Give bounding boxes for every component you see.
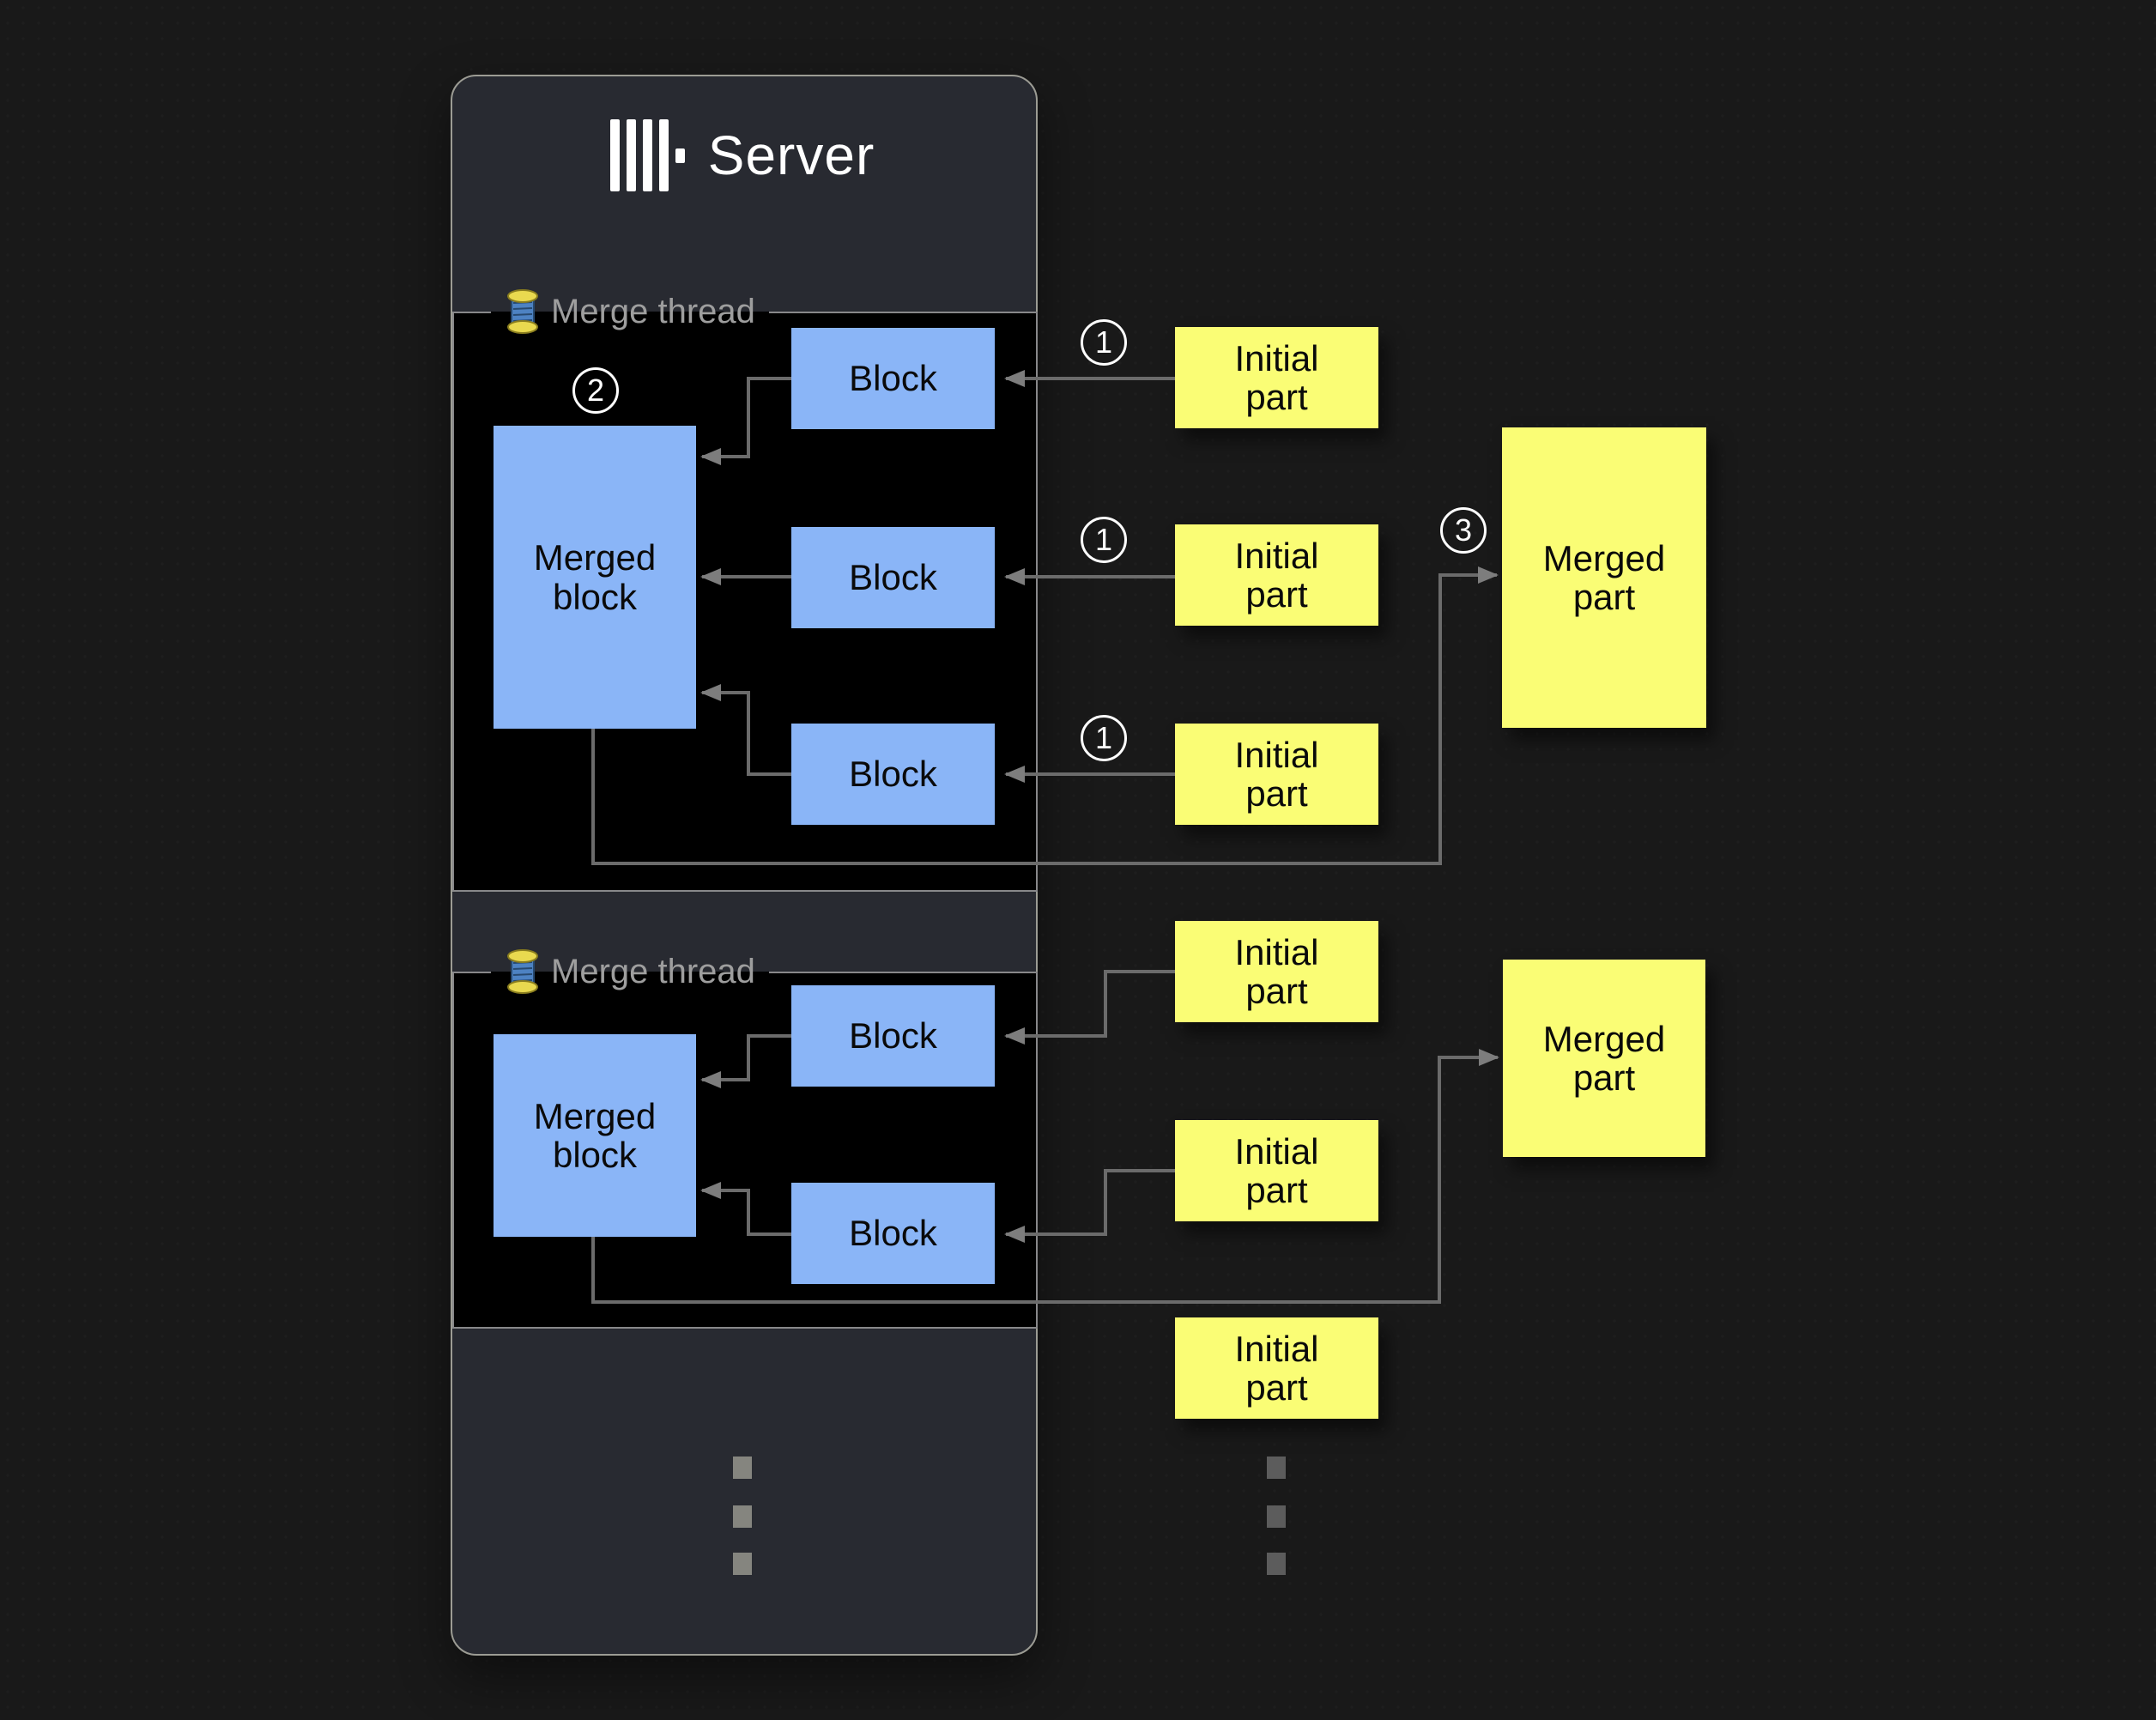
merged-part-label: Merged part xyxy=(1542,1018,1666,1098)
block-1-3: Block xyxy=(791,724,995,825)
initial-part-label: Initial part xyxy=(1234,1328,1319,1408)
ellipsis-dot xyxy=(1267,1457,1286,1479)
merged-block-label: Merged block xyxy=(533,537,657,617)
initial-part-1-3: Initial part xyxy=(1175,724,1378,825)
block-label: Block xyxy=(849,557,937,598)
ellipsis-dot xyxy=(733,1457,752,1479)
thread-spool-icon xyxy=(505,949,541,994)
merged-part-2: Merged part xyxy=(1503,960,1705,1157)
initial-part-2-1: Initial part xyxy=(1175,921,1378,1022)
ellipsis-dot xyxy=(733,1505,752,1528)
initial-part-2-3: Initial part xyxy=(1175,1317,1378,1419)
block-2-1: Block xyxy=(791,985,995,1087)
ellipsis-dot xyxy=(1267,1553,1286,1575)
merge-thread-label: Merge thread xyxy=(551,952,755,990)
step-badge-3: 3 xyxy=(1440,507,1487,554)
merged-block-2: Merged block xyxy=(494,1034,696,1237)
merged-block-1: Merged block xyxy=(494,426,696,729)
ellipsis-dot xyxy=(733,1553,752,1575)
initial-part-1-1: Initial part xyxy=(1175,327,1378,428)
ellipsis-dot xyxy=(1267,1505,1286,1528)
initial-part-label: Initial part xyxy=(1234,337,1319,417)
step-badge-1b: 1 xyxy=(1081,517,1127,563)
server-title: Server xyxy=(707,124,875,186)
initial-part-label: Initial part xyxy=(1234,535,1319,615)
clickhouse-logo-icon xyxy=(609,118,686,192)
step-badge-2: 2 xyxy=(572,367,619,414)
initial-part-label: Initial part xyxy=(1234,1130,1319,1210)
server-header: Server xyxy=(451,108,1034,203)
initial-part-2-2: Initial part xyxy=(1175,1120,1378,1221)
block-1-1: Block xyxy=(791,328,995,429)
step-badge-1a: 1 xyxy=(1081,319,1127,366)
step-badge-1c: 1 xyxy=(1081,715,1127,761)
merge-thread-legend-2: Merge thread xyxy=(491,947,769,996)
initial-part-label: Initial part xyxy=(1234,931,1319,1011)
block-1-2: Block xyxy=(791,527,995,628)
block-label: Block xyxy=(849,1015,937,1057)
block-label: Block xyxy=(849,358,937,399)
thread-spool-icon xyxy=(505,289,541,334)
block-2-2: Block xyxy=(791,1183,995,1284)
merged-block-label: Merged block xyxy=(533,1095,657,1175)
merged-part-label: Merged part xyxy=(1542,537,1666,617)
initial-part-1-2: Initial part xyxy=(1175,524,1378,626)
initial-part-label: Initial part xyxy=(1234,734,1319,814)
merge-thread-label: Merge thread xyxy=(551,292,755,330)
block-label: Block xyxy=(849,1213,937,1254)
merged-part-1: Merged part xyxy=(1502,427,1706,728)
block-label: Block xyxy=(849,754,937,795)
merge-thread-legend-1: Merge thread xyxy=(491,287,769,336)
